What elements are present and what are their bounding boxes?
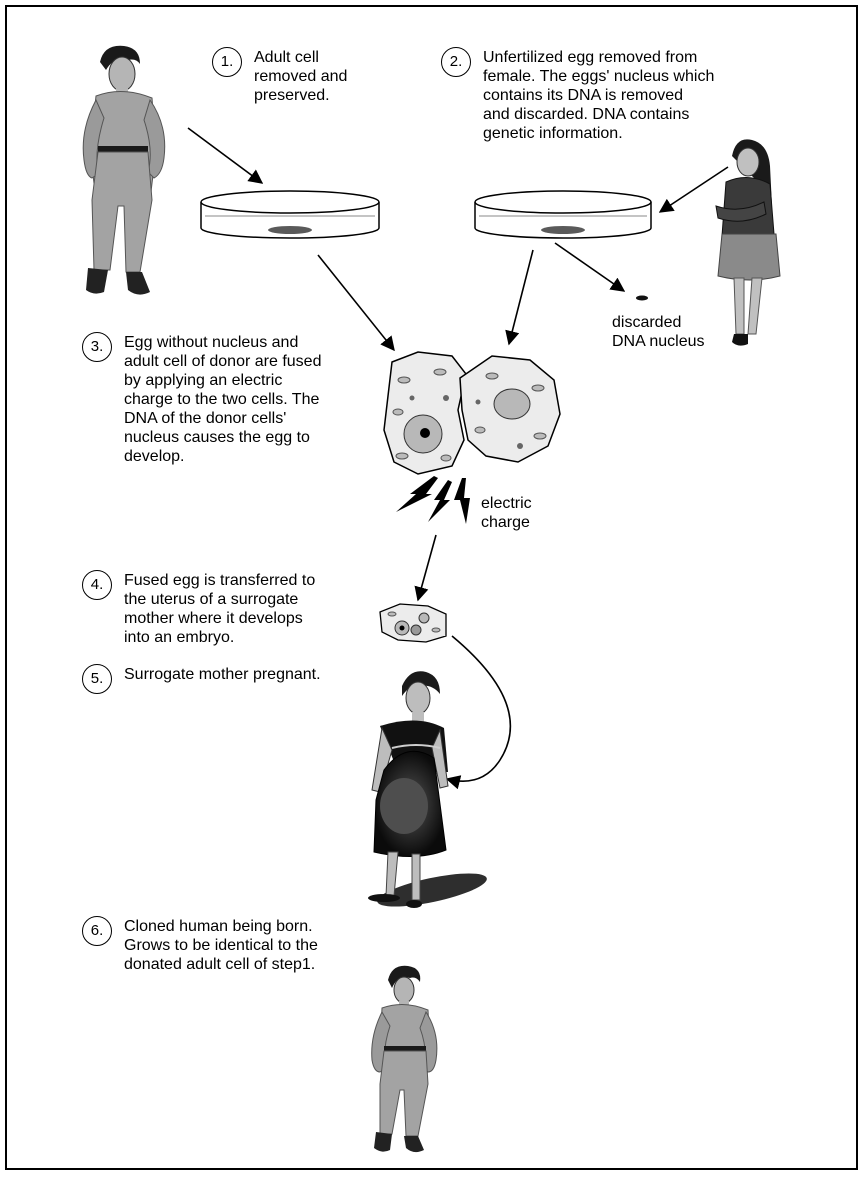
arrow-dish1-to-cells	[317, 254, 395, 352]
petri-dish-egg	[474, 190, 652, 239]
arrow-woman-to-dish	[658, 166, 729, 213]
adult-donor-figure	[82, 45, 166, 295]
electric-charge-bolts	[396, 476, 470, 524]
petri-dish-adult-cell	[200, 190, 380, 239]
arrow-dish2-to-cells	[505, 249, 534, 346]
arrow-cells-to-fused	[414, 534, 437, 602]
step-3-text: Egg without nucleus and adult cell of do…	[124, 334, 322, 465]
egg-donor-woman-figure	[715, 139, 781, 346]
step-4-number: 4.	[82, 570, 112, 600]
arrow-fused-to-mother	[445, 635, 512, 790]
electric-charge-label: electric charge	[481, 495, 532, 531]
fused-egg-cell-small	[379, 603, 447, 643]
arrow-donor-to-dish	[187, 127, 264, 184]
step-5-number: 5.	[82, 664, 112, 694]
surrogate-mother-figure	[368, 671, 487, 908]
arrow-dish2-to-discard	[554, 242, 626, 292]
step-4: 4. Fused egg is transferred to the uteru…	[82, 570, 316, 647]
step-2-number: 2.	[441, 47, 471, 77]
discarded-dna-label: discarded DNA nucleus	[612, 314, 705, 350]
step-1-text: Adult cell removed and preserved.	[254, 49, 348, 104]
fused-cells	[383, 351, 561, 475]
step-2: 2. Unfertilized egg removed from female.…	[441, 47, 715, 143]
step-6-number: 6.	[82, 916, 112, 946]
step-1: 1. Adult cell removed and preserved.	[212, 47, 348, 105]
step-5-text: Surrogate mother pregnant.	[124, 666, 321, 683]
step-2-text: Unfertilized egg removed from female. Th…	[483, 49, 715, 142]
step-6: 6. Cloned human being born. Grows to be …	[82, 916, 318, 974]
diagram-frame	[5, 5, 858, 1170]
step-3: 3. Egg without nucleus and adult cell of…	[82, 332, 322, 466]
step-6-text: Cloned human being born. Grows to be ide…	[124, 918, 318, 973]
discarded-nucleus-dot	[636, 295, 648, 301]
step-4-text: Fused egg is transferred to the uterus o…	[124, 572, 316, 646]
step-1-number: 1.	[212, 47, 242, 77]
step-3-number: 3.	[82, 332, 112, 362]
cloned-human-figure	[371, 965, 438, 1153]
step-5: 5. Surrogate mother pregnant.	[82, 664, 321, 694]
